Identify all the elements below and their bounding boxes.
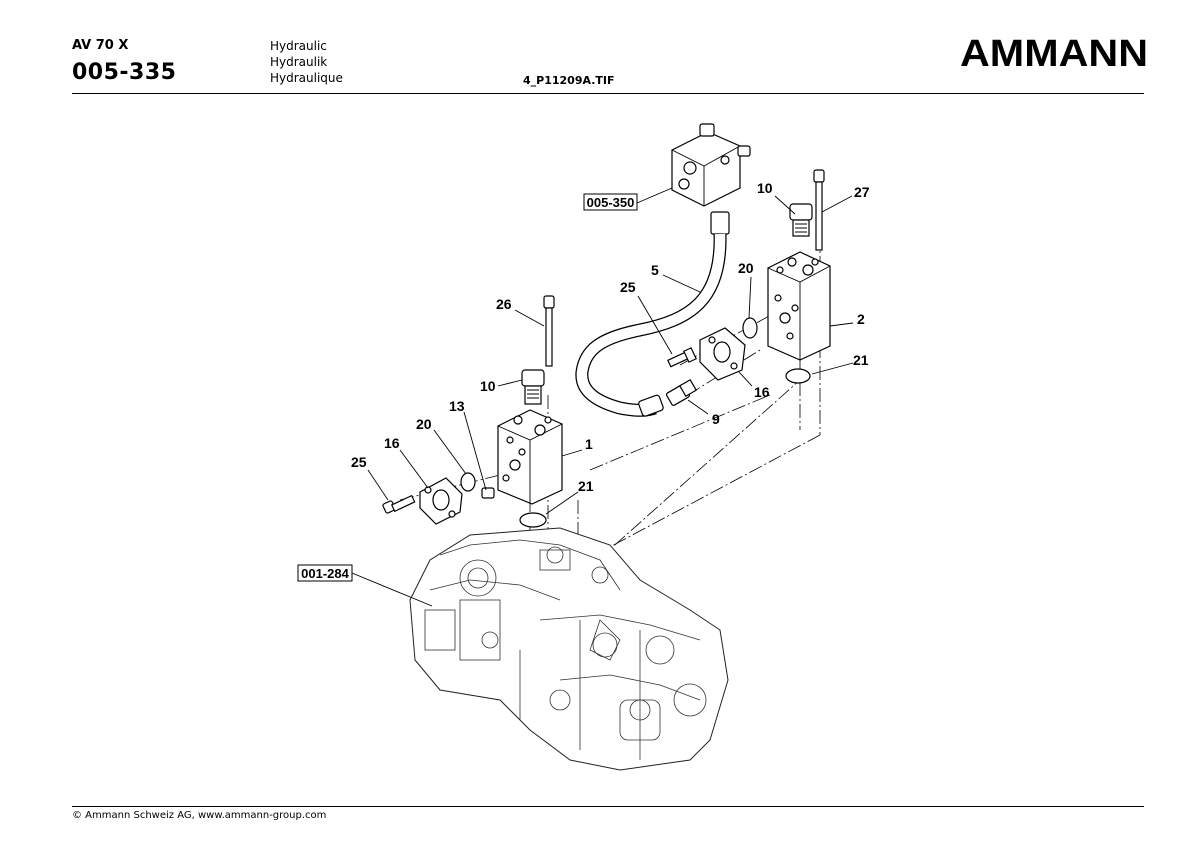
flange-16-upper	[699, 327, 746, 381]
title-fr: Hydraulique	[270, 71, 343, 85]
pump-assembly-001-284	[409, 527, 729, 771]
part-label-16-upper: 16	[754, 384, 770, 400]
reference-label-001-284: 001-284	[301, 566, 349, 581]
fitting-10-lower	[521, 369, 545, 405]
assembly-axis-lines	[399, 190, 821, 570]
leader-lines	[351, 187, 854, 607]
title-en: Hydraulic	[270, 39, 327, 53]
o-ring-20-lower	[460, 472, 476, 492]
part-labels: 5 25 20 10 27 2 21 16 9 26 10 13 20 16 2…	[351, 180, 870, 494]
reference-label-005-350: 005-350	[587, 195, 635, 210]
part-label-26: 26	[496, 296, 512, 312]
part-label-10-upper: 10	[757, 180, 773, 196]
section-titles: Hydraulic Hydraulik Hydraulique	[270, 38, 343, 86]
part-label-1: 1	[585, 436, 593, 452]
part-label-9: 9	[712, 411, 720, 427]
fitting-9	[665, 378, 698, 406]
flange-16-lower	[419, 477, 463, 525]
part-label-13: 13	[449, 398, 465, 414]
bolt-25-lower	[382, 494, 416, 514]
reference-box-001-284: 001-284	[297, 564, 353, 582]
bolt-25-upper	[667, 347, 697, 368]
fitting-10-upper	[789, 203, 813, 237]
image-filename: 4_P11209A.TIF	[523, 74, 615, 87]
plug-13	[481, 487, 495, 499]
footer-rule	[72, 806, 1144, 807]
part-label-21-upper: 21	[853, 352, 869, 368]
section-number: 005-335	[72, 60, 177, 85]
o-ring-21-upper	[785, 368, 811, 384]
copyright-footer: © Ammann Schweiz AG, www.ammann-group.co…	[72, 810, 327, 821]
part-label-10-lower: 10	[480, 378, 496, 394]
part-label-27: 27	[854, 184, 870, 200]
part-label-5: 5	[651, 262, 659, 278]
title-de: Hydraulik	[270, 55, 328, 69]
part-label-25-lower: 25	[351, 454, 367, 470]
brand-wordmark: AMMANN	[960, 33, 1148, 72]
part-label-20-upper: 20	[738, 260, 754, 276]
reference-box-005-350: 005-350	[583, 193, 638, 211]
part-label-25-upper: 25	[620, 279, 636, 295]
o-ring-20-upper	[742, 317, 758, 339]
valve-block-2	[767, 251, 831, 361]
valve-block-1	[497, 409, 563, 505]
ammann-logo: AMMANN	[960, 33, 1148, 72]
model-name: AV 70 X	[72, 38, 129, 53]
part-label-2: 2	[857, 311, 865, 327]
o-ring-21-lower	[519, 512, 547, 528]
bolt-27	[813, 169, 825, 251]
part-label-21-lower: 21	[578, 478, 594, 494]
part-label-16-lower: 16	[384, 435, 400, 451]
valve-assembly-005-350	[671, 123, 751, 207]
part-label-20-lower: 20	[416, 416, 432, 432]
hose-5	[575, 211, 730, 417]
bolt-26	[543, 295, 555, 367]
header-rule	[72, 93, 1144, 94]
